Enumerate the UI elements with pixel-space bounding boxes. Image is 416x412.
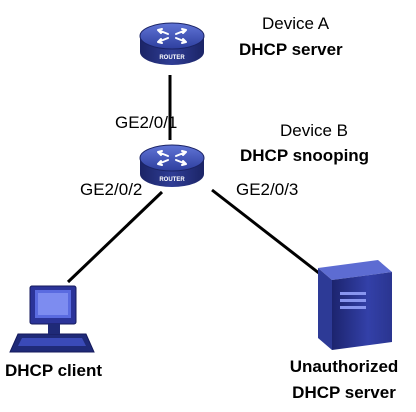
- device-a-role: DHCP server: [239, 40, 343, 59]
- client-label: DHCP client: [5, 361, 102, 380]
- device-b-role: DHCP snooping: [240, 146, 370, 165]
- rogue-server-label-line1: Unauthorized: [289, 357, 399, 376]
- device-b-name: Device B: [280, 121, 349, 140]
- router-b-icon: ROUTER: [139, 144, 205, 187]
- port-uplink-label: GE2/0/1: [115, 113, 178, 132]
- computer-icon: [9, 285, 95, 353]
- router-a-badge: ROUTER: [159, 55, 185, 61]
- router-b-badge: ROUTER: [159, 177, 185, 183]
- link-b-client: [66, 190, 164, 284]
- link-b-rogue: [211, 188, 334, 286]
- server-tower-icon: [318, 260, 392, 350]
- rogue-server-label-line2: DHCP server: [292, 383, 396, 402]
- device-a-name: Device A: [262, 14, 330, 33]
- port-rogue-label: GE2/0/3: [236, 180, 299, 199]
- router-a-icon: ROUTER: [139, 22, 205, 65]
- port-client-label: GE2/0/2: [80, 180, 143, 199]
